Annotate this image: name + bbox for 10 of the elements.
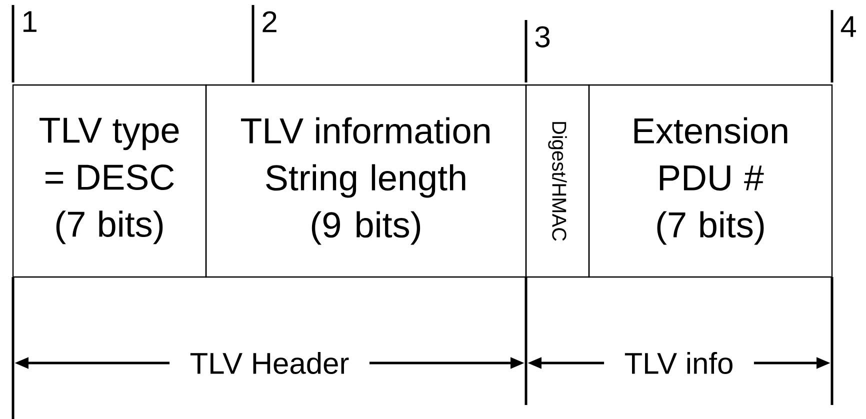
- position-number: 1: [24, 11, 36, 32]
- position-number: 4: [840, 16, 856, 37]
- field-box: Extension PDU # (7 bits): [588, 84, 833, 278]
- vertical-field-box: Digest/HMAC: [525, 84, 590, 278]
- dimension-label: TLV Header: [190, 352, 349, 374]
- field-box: TLV type = DESC (7 bits): [12, 84, 207, 278]
- position-number: 3: [535, 26, 550, 48]
- field-box: TLV information String length (9 bits): [205, 84, 527, 278]
- dimension-label: TLV info: [624, 352, 732, 374]
- position-number: 2: [262, 11, 276, 32]
